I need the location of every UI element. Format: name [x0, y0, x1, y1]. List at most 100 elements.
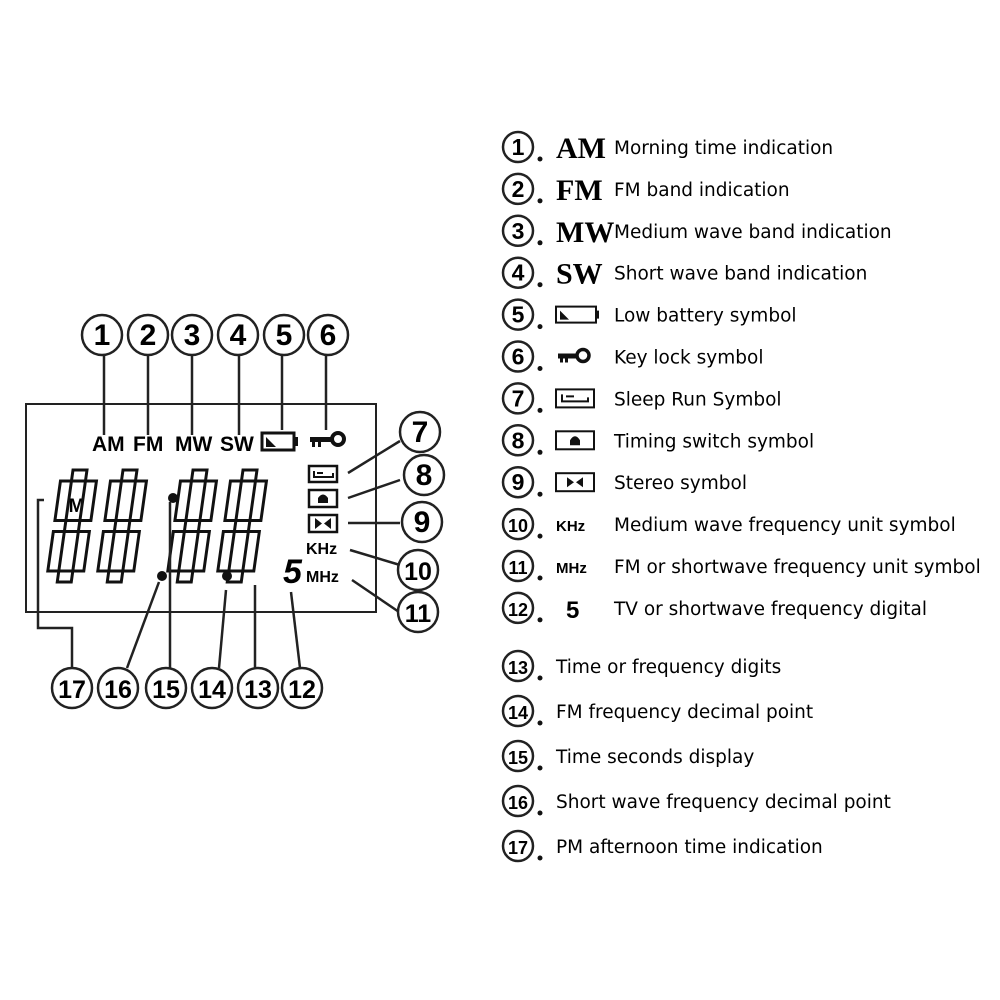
- callout-circle-10: [396, 548, 440, 592]
- callout-number-3: 3: [184, 319, 201, 352]
- stereo-icon: [555, 472, 595, 493]
- callout-number-15: 15: [152, 676, 180, 704]
- legend-number: 2: [512, 176, 525, 202]
- lcd-segment: [223, 479, 244, 522]
- lcd-digit-3: [166, 468, 219, 584]
- lcd-segment: [103, 479, 124, 522]
- legend-number-circle: [501, 507, 535, 541]
- legend-number-circle: [501, 256, 535, 289]
- legend-number-circle: [501, 694, 535, 728]
- legend-row: 17 PM afternoon time indication: [501, 829, 823, 863]
- legend-period: [537, 675, 543, 681]
- lcd-segment: [198, 479, 219, 522]
- lcd-segment: [71, 530, 92, 573]
- callout-circle-2: [126, 313, 170, 357]
- callout-circle-4: [216, 313, 260, 357]
- lcd-segment: [128, 479, 149, 522]
- lcd-segment: [53, 479, 74, 522]
- legend-number-circle: [501, 298, 535, 331]
- legend-code: MW: [556, 216, 614, 249]
- legend-text: FM or shortwave frequency unit symbol: [614, 557, 981, 578]
- legend-text: Key lock symbol: [614, 348, 763, 369]
- callout-circle-5: [262, 313, 306, 357]
- lcd-digits: [46, 468, 269, 584]
- lcd-segment: [241, 530, 262, 573]
- legend-number-circle: [501, 739, 535, 773]
- callout-circle-7: [398, 410, 442, 454]
- legend-number-circle: [501, 382, 535, 415]
- fm-decimal-dot: [222, 571, 232, 581]
- callout-circle-15: [144, 666, 188, 710]
- legend-period: [537, 407, 543, 413]
- callout-circle-6: [306, 313, 350, 357]
- legend-period: [537, 156, 543, 162]
- callout-number-10: 10: [404, 558, 432, 586]
- legend-number: 4: [512, 260, 525, 286]
- legend-period: [537, 491, 543, 497]
- lcd-panel: AM FM MW SW PM 5: [25, 403, 377, 668]
- legend-period: [537, 324, 543, 330]
- seconds-dot-upper: [168, 493, 178, 503]
- legend-number-circle: [501, 340, 535, 373]
- lcd-frame: [25, 403, 377, 613]
- legend-text: Medium wave frequency unit symbol: [614, 515, 956, 536]
- lcd-digit-2: [96, 468, 149, 584]
- callout-circle-17: [50, 666, 94, 710]
- callout-circle-3: [170, 313, 214, 357]
- legend-number-circle: [501, 424, 535, 457]
- callout-number-14: 14: [198, 676, 226, 704]
- legend-code: AM: [556, 132, 606, 165]
- callout-circle-12: [280, 666, 324, 710]
- lcd-digit-1: [46, 468, 99, 584]
- sleep-icon: [555, 388, 595, 409]
- legend-row: 16 Short wave frequency decimal point: [501, 784, 891, 818]
- lcd-segment: [182, 519, 202, 533]
- bell-icon: [307, 488, 339, 509]
- lcd-segment: [232, 519, 252, 533]
- lcd-segment: [119, 468, 139, 483]
- legend-period: [537, 366, 543, 371]
- legend-number: 15: [508, 748, 528, 768]
- callout-number-11: 11: [405, 600, 432, 628]
- callout-circle-13: [236, 666, 280, 710]
- legend-number-circle: [501, 214, 535, 248]
- lcd-label-am: AM: [92, 433, 125, 456]
- legend-number: 6: [512, 344, 525, 370]
- lcd-segment: [62, 519, 82, 533]
- callout-number-2: 2: [140, 319, 157, 352]
- legend-number: 3: [512, 218, 525, 244]
- legend-number: 9: [512, 469, 525, 495]
- legend-number: 12: [508, 600, 528, 620]
- legend-code: FM: [556, 174, 603, 207]
- legend-code: 5: [566, 597, 579, 624]
- pm-leader-line: [36, 498, 74, 668]
- legend-text: PM afternoon time indication: [556, 837, 823, 858]
- callout-circle-11: [396, 590, 440, 634]
- lcd-segment: [248, 479, 269, 522]
- leader-lines: [102, 354, 403, 669]
- legend-number: 17: [508, 838, 528, 858]
- legend-number: 7: [512, 385, 525, 411]
- sleep-icon: [307, 464, 339, 484]
- callout-number-17: 17: [58, 676, 86, 704]
- legend-text: Time seconds display: [555, 747, 754, 768]
- legend-number: 16: [508, 793, 528, 813]
- callout-number-16: 16: [104, 676, 132, 704]
- lcd-segment: [189, 468, 209, 483]
- legend-text: Short wave frequency decimal point: [556, 792, 891, 813]
- key-icon: [310, 431, 346, 447]
- legend-text: Time or frequency digits: [555, 657, 781, 678]
- callout-circle-8: [402, 453, 446, 497]
- legend-period: [537, 855, 543, 861]
- callout-number-13: 13: [244, 676, 272, 704]
- lcd-label-fm: FM: [133, 433, 163, 456]
- legend-code: KHz: [556, 518, 585, 535]
- callout-number-7: 7: [412, 416, 429, 449]
- callout-number-8: 8: [416, 459, 433, 492]
